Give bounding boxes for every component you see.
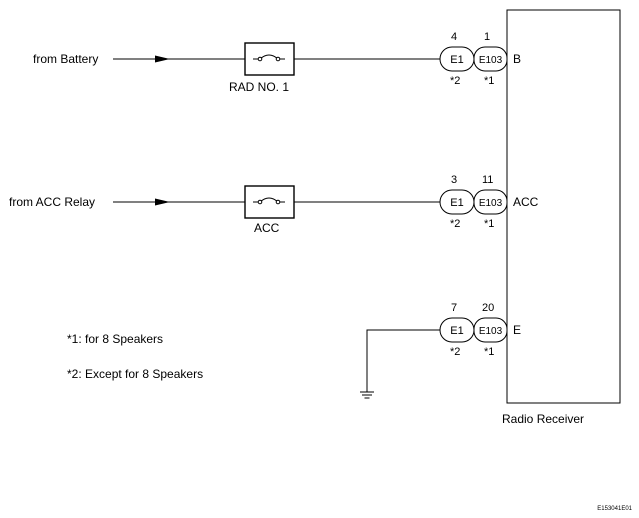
- acc-circuit: from ACC Relay ACC 3 11 E1 E103 *2 *1 AC…: [9, 174, 539, 235]
- pin-left-1: 4: [451, 31, 457, 43]
- arrow-acc-icon: [155, 198, 170, 206]
- connector-e1-3-label: E1: [450, 325, 463, 337]
- connector-e1-1-label: E1: [450, 54, 463, 66]
- pin-left-3: 7: [451, 302, 457, 314]
- pin-right-1: 1: [484, 31, 490, 43]
- connector-e103-2: [473, 189, 508, 215]
- fuse-acc-label: ACC: [254, 221, 280, 235]
- pin-left-2: 3: [451, 174, 457, 186]
- legend-note-2: *2: Except for 8 Speakers: [67, 367, 203, 381]
- connector-e103-3-label: E103: [479, 326, 503, 337]
- note-ref-left-2: *2: [450, 218, 460, 230]
- fuse-acc: [244, 185, 295, 219]
- radio-receiver-label: Radio Receiver: [502, 412, 584, 426]
- terminal-b: B: [513, 52, 521, 66]
- battery-circuit: from Battery RAD NO. 1 4 1 E1 E103 *2 *1…: [33, 31, 521, 94]
- pin-right-3: 20: [482, 302, 494, 314]
- connector-e103-2-label: E103: [479, 198, 503, 209]
- arrow-battery-icon: [155, 55, 170, 63]
- note-ref-right-3: *1: [484, 346, 494, 358]
- fuse-rad-no1: [244, 42, 295, 76]
- connector-e103-3: [473, 317, 508, 343]
- radio-receiver-box: [506, 9, 621, 404]
- connector-e1-2-label: E1: [450, 197, 463, 209]
- note-ref-left-1: *2: [450, 75, 460, 87]
- note-ref-left-3: *2: [450, 346, 460, 358]
- note-ref-right-1: *1: [484, 75, 494, 87]
- figure-id: E153041E01: [597, 506, 632, 512]
- source-battery-label: from Battery: [33, 52, 98, 66]
- note-ref-right-2: *1: [484, 218, 494, 230]
- connector-e103-1: [473, 46, 508, 72]
- terminal-acc: ACC: [513, 195, 539, 209]
- fuse-rad-no1-label: RAD NO. 1: [229, 80, 289, 94]
- source-acc-relay-label: from ACC Relay: [9, 195, 95, 209]
- ground-icon: [360, 391, 374, 399]
- ground-circuit: 7 20 E1 E103 *2 *1 E: [360, 302, 521, 399]
- legend-note-1: *1: for 8 Speakers: [67, 332, 163, 346]
- terminal-e: E: [513, 323, 521, 337]
- connector-e103-1-label: E103: [479, 55, 503, 66]
- pin-right-2: 11: [482, 174, 493, 186]
